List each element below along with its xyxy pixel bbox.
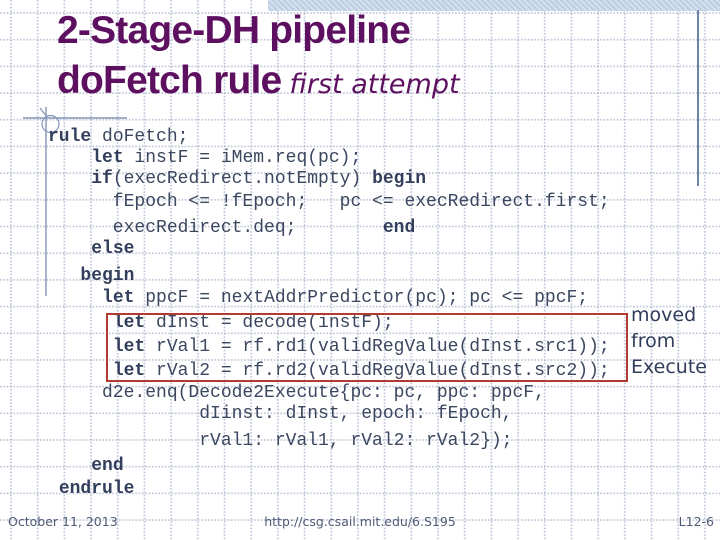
- code-block: rule doFetch; let instF = iMem.req(pc); …: [48, 127, 610, 500]
- code-line: rVal1: rVal1, rVal2: rVal2});: [48, 431, 513, 451]
- code-line: endrule: [58, 479, 135, 499]
- annotation-line: from: [631, 330, 676, 352]
- code-line: else: [91, 239, 135, 259]
- code-line: let rVal2 = rf.rd2(validRegValue(dInst.s…: [112, 361, 610, 381]
- code-line: end: [91, 456, 124, 476]
- annotation-line: Execute: [631, 356, 707, 378]
- code-line: let rVal1 = rf.rd1(validRegValue(dInst.s…: [112, 337, 610, 357]
- annotation-moved-from-execute: moved from Execute: [631, 302, 707, 380]
- code-line: begin: [80, 266, 135, 286]
- code-line: rule doFetch;: [48, 127, 189, 147]
- top-accent-bar: [268, 0, 720, 11]
- slide-footer: http://csg.csail.mit.edu/6.S195 October …: [0, 514, 720, 534]
- code-line: fEpoch <= !fEpoch; pc <= execRedirect.fi…: [48, 192, 610, 212]
- footer-slide-number: L12-6: [678, 514, 714, 529]
- title-subtitle: first attempt: [289, 69, 460, 100]
- code-line: if(execRedirect.notEmpty) begin: [91, 169, 427, 189]
- code-line: execRedirect.deq; end: [48, 218, 416, 238]
- title-line-1: 2-Stage-DH pipeline: [57, 9, 411, 52]
- annotation-line: moved: [631, 304, 697, 326]
- code-line: let ppcF = nextAddrPredictor(pc); pc <= …: [102, 288, 589, 308]
- code-line: let dInst = decode(instF);: [112, 313, 394, 333]
- footer-date: October 11, 2013: [8, 514, 118, 529]
- code-line: let instF = iMem.req(pc);: [91, 148, 362, 168]
- right-accent-line: [697, 10, 699, 186]
- footer-url: http://csg.csail.mit.edu/6.S195: [264, 514, 456, 529]
- code-line: d2e.enq(Decode2Execute{pc: pc, ppc: ppcF…: [48, 383, 545, 403]
- code-line: dIinst: dInst, epoch: fEpoch,: [48, 404, 513, 424]
- compass-icon: [23, 107, 127, 296]
- title-line-2-main: doFetch rule: [57, 59, 282, 102]
- highlight-box: [106, 313, 628, 382]
